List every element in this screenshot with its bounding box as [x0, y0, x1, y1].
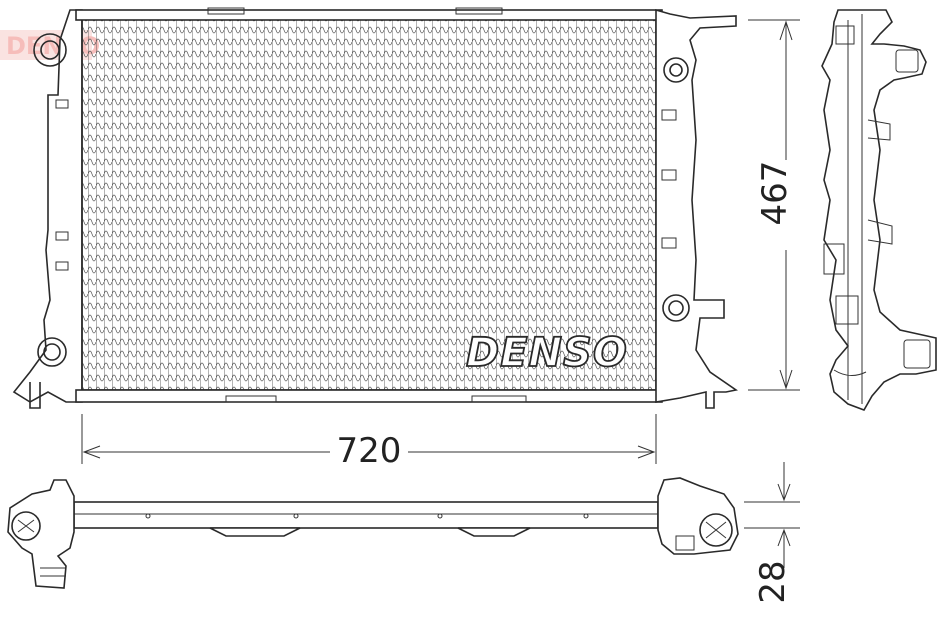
top-header [75, 9, 663, 21]
lower-right-port [662, 294, 690, 322]
front-view: DENSO [12, 7, 739, 409]
bottom-header [75, 389, 663, 403]
top-view-left-end [7, 479, 75, 589]
side-view [821, 9, 937, 411]
left-tank [12, 9, 83, 403]
lower-left-port [37, 337, 67, 367]
top-view-core [73, 501, 659, 529]
width-dimension: 720 [81, 414, 657, 471]
radiator-core [81, 17, 657, 391]
side-profile [821, 9, 937, 411]
depth-dimension: 28 [744, 462, 800, 604]
top-view-right-end [657, 477, 739, 555]
upper-right-port [663, 57, 689, 83]
height-dimension: 467 [748, 19, 800, 391]
depth-label: 28 [753, 560, 793, 603]
top-view [7, 477, 739, 589]
upper-left-port [33, 33, 67, 67]
right-tank [655, 8, 739, 409]
height-label: 467 [755, 161, 795, 226]
brand-label: DENSO [466, 330, 628, 376]
width-label: 720 [337, 431, 402, 471]
